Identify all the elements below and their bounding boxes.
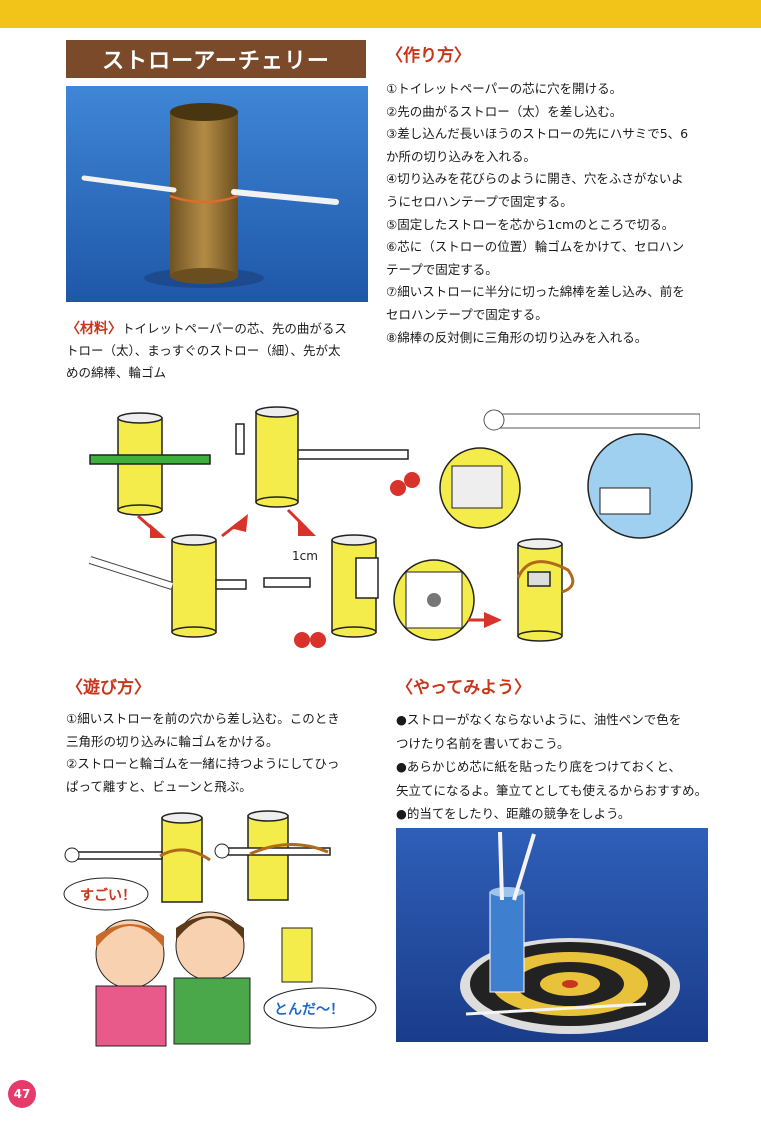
step-line: セロハンテープで固定する。 [386,306,548,322]
tryit-line: つけたり名前を書いておこう。 [396,735,570,751]
children-illustration: すごい！ とんだ〜！ [60,808,380,1048]
tryit-list: ●ストローがなくならないように、油性ペンで色を つけたり名前を書いておこう。 ●… [396,708,716,826]
sugoi-text: すごい！ [80,887,136,904]
step-line: ⑦細いストローに半分に切った綿棒を差し込み、前を [386,284,685,300]
step-line: ⑥芯に（ストローの位置）輪ゴムをかけて、セロハン [386,239,685,255]
materials-label: 〈材料〉 [66,321,122,337]
tryit-line: ●的当てをしたり、距離の競争をしよう。 [396,806,631,821]
tryit-line: 矢立てになるよ。筆立てとしても使えるからおすすめ。 [396,782,708,798]
play-line: ぱって離すと、ビューンと飛ぶ。 [66,778,252,794]
step-line: うにセロハンテープで固定する。 [386,193,573,209]
howto-steps: ①トイレットペーパーの芯に穴を開ける。 ②先の曲がるストロー（太）を差し込む。 … [386,78,716,349]
materials-line: めの綿棒、輪ゴム [66,365,167,380]
step-line: ④切り込みを花びらのように開き、穴をふさがないよ [386,171,684,187]
materials-line: トロー（太）、まっすぐのストロー（細）、先が太 [66,343,341,358]
step-line: テープで固定する。 [386,261,498,277]
materials-line: トイレットペーパーの芯、先の曲がるス [122,321,347,336]
step-line: ①トイレットペーパーの芯に穴を開ける。 [386,81,623,96]
tryit-line: ●あらかじめ芯に紙を貼ったり底をつけておくと、 [396,759,682,774]
step-line: ⑤固定したストローを芯から1cmのところで切る。 [386,216,675,232]
play-line: ②ストローと輪ゴムを一緒に持つようにしてひっ [66,756,340,771]
cm-label: 1cm [292,549,318,563]
tonda-text: とんだ〜！ [274,1002,344,1018]
steps-illustration: 1cm [80,400,701,660]
page-title: ストローアーチェリー [66,40,366,78]
play-line: 三角形の切り込みに輪ゴムをかける。 [66,733,279,749]
top-color-bar [0,0,761,28]
heading-play: 〈遊び方〉 [66,678,151,698]
tryit-line: ●ストローがなくならないように、油性ペンで色を [396,712,682,727]
page-number: 47 [8,1080,36,1108]
play-steps: ①細いストローを前の穴から差し込む。このとき 三角形の切り込みに輪ゴムをかける。… [66,708,366,798]
step-line: ②先の曲がるストロー（太）を差し込む。 [386,103,623,119]
heading-howto: 〈作り方〉 [386,46,471,66]
tube-photo [66,86,368,302]
step-line: か所の切り込みを入れる。 [386,148,537,164]
step-line: ③差し込んだ長いほうのストローの先にハサミで5、6 [386,126,689,142]
dartboard-photo [396,828,708,1042]
play-line: ①細いストローを前の穴から差し込む。このとき [66,711,340,726]
heading-tryit: 〈やってみよう〉 [396,678,532,698]
step-line: ⑧綿棒の反対側に三角形の切り込みを入れる。 [386,329,648,345]
materials-block: 〈材料〉トイレットペーパーの芯、先の曲がるス トロー（太）、まっすぐのストロー（… [66,318,372,384]
